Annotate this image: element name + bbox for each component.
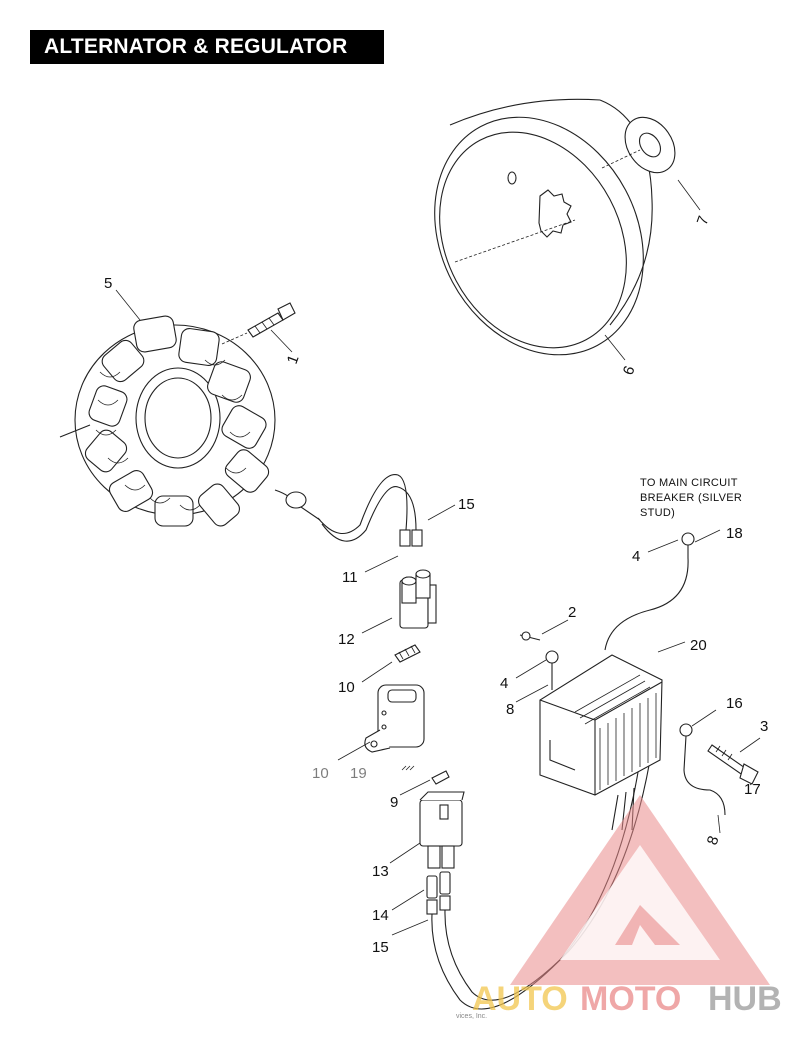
callout-15-upper: 15 xyxy=(458,496,475,513)
footer-copyright: vices, Inc. xyxy=(456,1013,487,1020)
page-title: ALTERNATOR & REGULATOR xyxy=(30,30,384,64)
rotor-part-6 xyxy=(434,98,653,356)
callout-14: 14 xyxy=(372,907,389,924)
stator-part-5 xyxy=(59,315,276,527)
clip-part-9 xyxy=(401,765,450,785)
callout-labels: 5 1 6 7 15 11 12 10 10 19 9 13 14 15 2 4… xyxy=(104,214,768,956)
callout-13: 13 xyxy=(372,863,389,880)
callout-11: 11 xyxy=(342,569,358,586)
callout-8-right: 8 xyxy=(704,834,723,848)
callout-15-lower: 15 xyxy=(372,939,389,956)
note-line-2: BREAKER (SILVER xyxy=(640,492,742,504)
note-line-1: TO MAIN CIRCUIT xyxy=(640,477,738,489)
watermark-auto: AUTO xyxy=(472,980,568,1018)
bracket-part-19 xyxy=(364,684,425,753)
note-line-3: STUD) xyxy=(640,507,675,519)
callout-6: 6 xyxy=(620,364,639,378)
regulator-part-20 xyxy=(539,654,663,831)
callout-7: 7 xyxy=(694,214,713,228)
callout-8-left: 8 xyxy=(506,701,514,718)
watermark-hub: HUB xyxy=(708,980,782,1018)
screw-part-1 xyxy=(221,302,296,345)
callout-16: 16 xyxy=(726,695,743,712)
callout-1: 1 xyxy=(284,353,303,367)
ring-terminal-part-4a xyxy=(545,650,559,690)
clip-part-10 xyxy=(394,644,421,663)
watermark-moto: MOTO xyxy=(580,980,681,1018)
washer-part-7 xyxy=(601,116,676,174)
callout-18: 18 xyxy=(726,525,743,542)
callout-12: 12 xyxy=(338,631,355,648)
bolt-part-3 xyxy=(707,744,759,785)
callout-10-faded: 10 xyxy=(312,765,329,782)
circuit-breaker-note: TO MAIN CIRCUIT BREAKER (SILVER STUD) xyxy=(640,477,742,519)
ground-wire-part-18 xyxy=(604,532,695,651)
callout-3: 3 xyxy=(760,718,768,735)
watermark-logo: AUTO MOTO HUB xyxy=(472,795,782,1018)
connector-housing-part-13 xyxy=(419,791,465,869)
callout-4-lower: 4 xyxy=(500,675,508,692)
callout-2: 2 xyxy=(568,604,576,621)
callout-19: 19 xyxy=(350,765,367,782)
callout-17: 17 xyxy=(744,781,761,798)
callout-20: 20 xyxy=(690,637,707,654)
screw-part-2 xyxy=(519,631,541,641)
callout-4-upper: 4 xyxy=(632,548,640,565)
callout-9: 9 xyxy=(390,794,398,811)
callout-5: 5 xyxy=(104,275,112,292)
leader-lines xyxy=(115,179,761,936)
connector-housing-part-12 xyxy=(399,569,437,629)
stator-wiring xyxy=(274,474,423,547)
callout-10: 10 xyxy=(338,679,355,696)
ring-terminal-part-16 xyxy=(679,723,726,816)
